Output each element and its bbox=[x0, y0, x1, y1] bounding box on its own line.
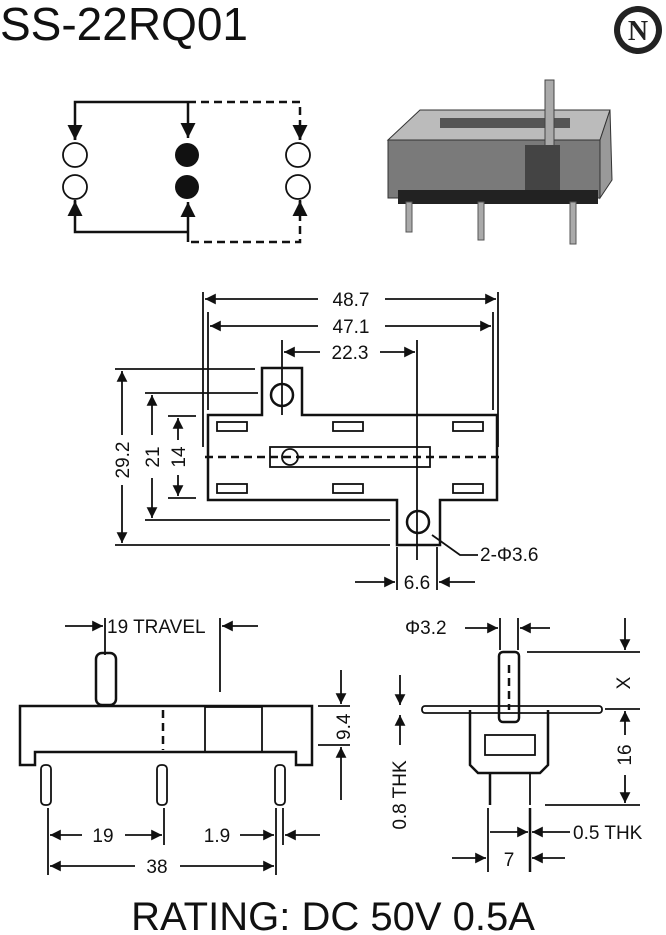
dim-pin-spacing: 7 bbox=[504, 850, 515, 871]
brand-logo: N bbox=[614, 6, 662, 54]
contact-open bbox=[62, 142, 88, 168]
dim-frame-thickness: 0.8 THK bbox=[390, 760, 411, 830]
top-view-drawing: 48.7 47.1 22.3 29.2 21 14 bbox=[113, 290, 538, 594]
dim-body-height-end: 16 bbox=[615, 744, 636, 765]
contact-open bbox=[285, 142, 311, 168]
dim-overall-height: 29.2 bbox=[113, 442, 134, 479]
dim-tab-width: 6.6 bbox=[404, 573, 430, 594]
side-view-drawing: 19 TRAVEL 9.4 19 1.9 38 bbox=[18, 617, 355, 878]
contact-closed bbox=[175, 143, 199, 167]
part-number-title: SS-22RQ01 bbox=[0, 0, 248, 50]
dim-knob-height: X bbox=[614, 676, 635, 689]
dim-side-height: 9.4 bbox=[334, 713, 355, 740]
dim-pin-width: 1.9 bbox=[204, 826, 230, 847]
dim-knob-diameter: Φ3.2 bbox=[405, 618, 447, 639]
dim-body-height: 14 bbox=[169, 446, 190, 468]
contact-closed bbox=[175, 175, 199, 199]
dim-hole-spec: 2-Φ3.6 bbox=[480, 545, 538, 566]
end-view-drawing: Φ3.2 X 16 0.8 THK 0.5 THK 7 bbox=[390, 618, 643, 872]
logo-letter: N bbox=[628, 16, 648, 47]
dim-travel: 19 TRAVEL bbox=[107, 617, 206, 638]
rating-text: RATING: DC 50V 0.5A bbox=[131, 895, 535, 935]
product-photo bbox=[386, 79, 613, 245]
dim-body-length: 47.1 bbox=[333, 317, 370, 338]
contact-open bbox=[285, 174, 311, 200]
dim-pin-span: 38 bbox=[146, 857, 167, 878]
contact-open bbox=[62, 174, 88, 200]
dim-pin-pitch: 19 bbox=[92, 826, 113, 847]
dim-overall-length: 48.7 bbox=[333, 290, 370, 311]
dim-hole-height: 21 bbox=[143, 446, 164, 467]
dim-hole-spacing: 22.3 bbox=[332, 343, 369, 364]
dim-pin-thickness: 0.5 THK bbox=[573, 823, 643, 844]
circuit-schematic bbox=[62, 100, 311, 244]
